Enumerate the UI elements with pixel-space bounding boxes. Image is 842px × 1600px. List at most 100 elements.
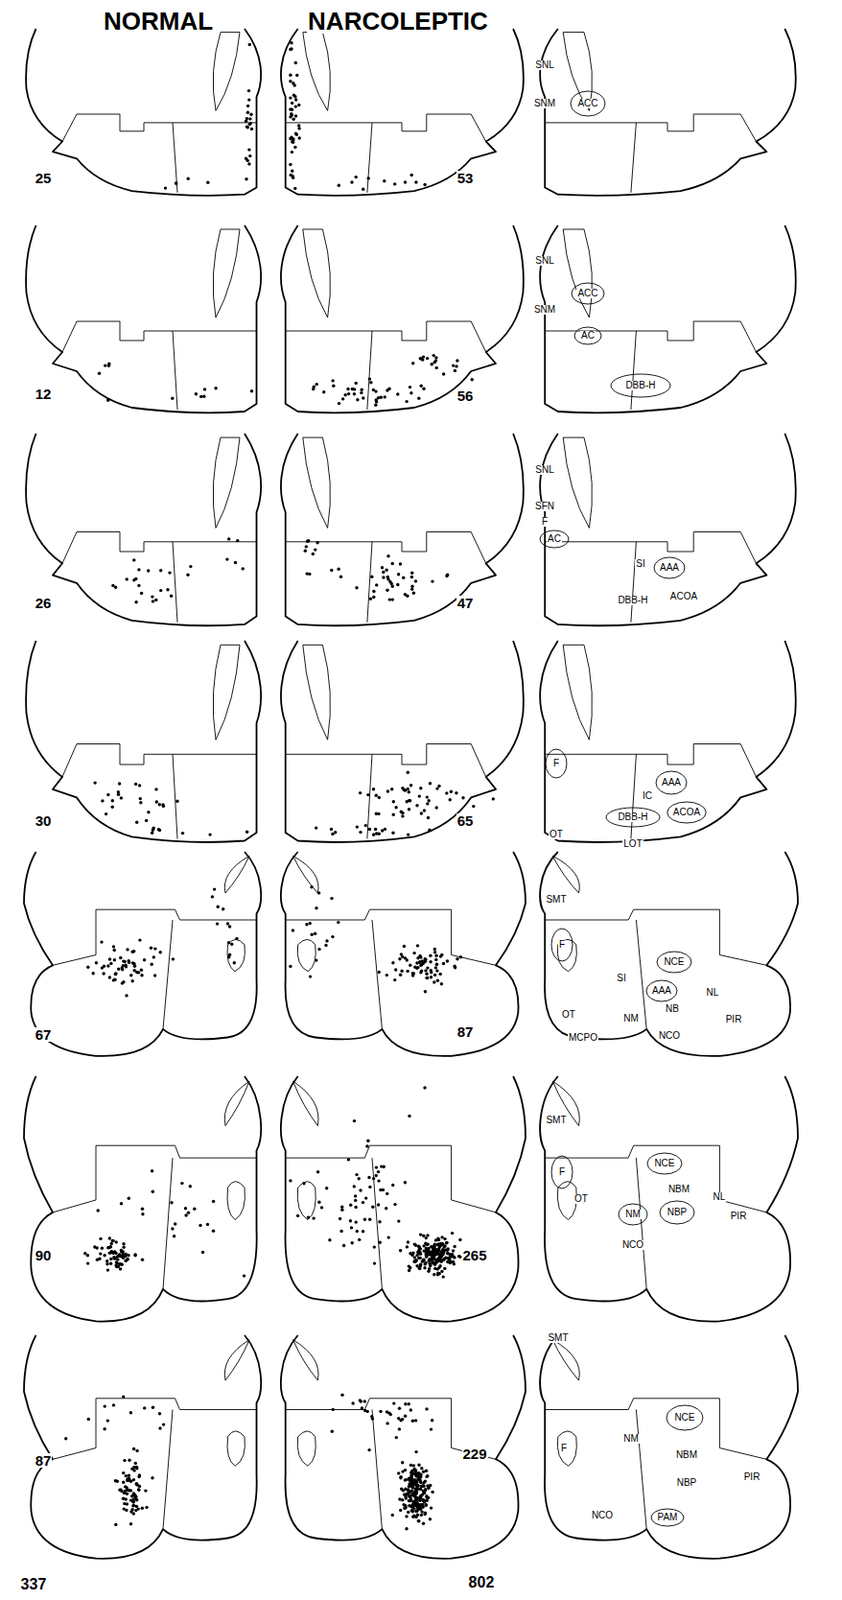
- labeled-cell: [124, 964, 128, 968]
- region-boundary: [367, 330, 373, 410]
- labeled-cell: [124, 1473, 128, 1477]
- labeled-cell: [370, 575, 374, 579]
- labeled-cell: [374, 794, 378, 797]
- cell-count: 30: [34, 813, 53, 828]
- labeled-cell: [248, 154, 252, 158]
- cell-count: 229: [462, 1446, 489, 1461]
- labeled-cell: [350, 180, 353, 184]
- labeled-cell: [234, 936, 238, 940]
- labeled-cell: [210, 894, 214, 898]
- labeled-cell: [450, 1254, 454, 1258]
- labeled-cell: [114, 972, 117, 976]
- labeled-cell: [114, 971, 117, 975]
- region-label: AC: [580, 330, 596, 341]
- labeled-cell: [180, 1181, 184, 1185]
- labeled-cell: [135, 1465, 139, 1469]
- labeled-cell: [242, 1273, 246, 1277]
- labeled-cell: [159, 588, 163, 592]
- labeled-cell: [246, 125, 250, 129]
- labeled-cell: [418, 1506, 421, 1510]
- labeled-cell: [440, 1252, 444, 1256]
- labeled-cell: [442, 372, 445, 375]
- region-label: SI: [615, 973, 627, 983]
- labeled-cell: [118, 1488, 122, 1492]
- labeled-cell: [421, 1259, 424, 1263]
- cell-count: 12: [34, 386, 53, 401]
- labeled-cell: [127, 1473, 131, 1477]
- labeled-cell: [83, 1251, 87, 1255]
- labeled-cell: [387, 1235, 391, 1239]
- labeled-cell: [400, 1469, 404, 1473]
- labeled-cell: [172, 1234, 176, 1238]
- labeled-cell: [398, 561, 402, 565]
- labeled-cell: [400, 1417, 404, 1421]
- region-label: F: [552, 758, 561, 769]
- region-boundary: [297, 938, 316, 971]
- labeled-cell: [152, 826, 156, 830]
- labeled-cell: [250, 389, 254, 393]
- labeled-cell: [112, 1403, 116, 1406]
- labeled-cell: [108, 1236, 112, 1240]
- region-label: NL: [705, 987, 721, 998]
- labeled-cell: [186, 573, 189, 577]
- section-outline: [23, 1334, 261, 1559]
- labeled-cell: [372, 595, 375, 599]
- labeled-cell: [411, 1485, 415, 1489]
- labeled-cell: [401, 576, 405, 580]
- labeled-cell: [422, 183, 426, 187]
- nucleus-outline: [647, 1152, 682, 1174]
- nucleus-outline: [571, 282, 605, 305]
- labeled-cell: [250, 127, 254, 131]
- labeled-cell: [127, 1458, 131, 1462]
- labeled-cell: [470, 377, 474, 381]
- labeled-cell: [420, 384, 423, 388]
- labeled-cell: [380, 565, 384, 569]
- labeled-cell: [404, 1496, 408, 1499]
- labeled-cell: [435, 961, 439, 965]
- labeled-cell: [397, 957, 401, 960]
- labeled-cell: [311, 552, 315, 556]
- labeled-cell: [115, 1239, 118, 1243]
- cell-count: 87: [456, 1024, 475, 1039]
- labeled-cell: [421, 1480, 425, 1484]
- labeled-cell: [133, 1252, 137, 1256]
- labeled-cell: [110, 1249, 114, 1253]
- labeled-cell: [413, 1495, 417, 1498]
- labeled-cell: [428, 1483, 432, 1487]
- labeled-cell: [410, 1469, 414, 1473]
- labeled-cell: [244, 177, 248, 181]
- labeled-cell: [413, 1469, 417, 1473]
- labeled-cell: [407, 1494, 411, 1497]
- labeled-cell: [103, 363, 107, 367]
- nucleus-outline: [666, 1404, 703, 1430]
- labeled-cell: [400, 1460, 404, 1464]
- labeled-cell: [406, 1488, 410, 1492]
- region-boundary: [544, 744, 756, 777]
- labeled-cell: [216, 905, 220, 909]
- labeled-cell: [406, 1239, 410, 1243]
- labeled-cell: [122, 959, 126, 963]
- labeled-cell: [414, 1450, 418, 1453]
- labeled-cell: [419, 786, 422, 790]
- labeled-cell: [315, 540, 319, 544]
- labeled-cell: [171, 957, 175, 960]
- labeled-cell: [153, 973, 157, 977]
- cell-count: 265: [462, 1247, 489, 1263]
- nucleus-outline: [656, 951, 692, 973]
- region-boundary: [212, 32, 240, 112]
- labeled-cell: [364, 1195, 368, 1199]
- labeled-cell: [367, 176, 371, 180]
- labeled-cell: [337, 401, 341, 405]
- region-boundary: [544, 1145, 767, 1213]
- labeled-cell: [426, 1496, 430, 1499]
- labeled-cell: [288, 1178, 292, 1182]
- labeled-cell: [314, 906, 318, 910]
- labeled-cell: [408, 1251, 412, 1255]
- labeled-cell: [162, 804, 165, 808]
- labeled-cell: [421, 1502, 424, 1506]
- labeled-cell: [211, 1199, 215, 1203]
- labeled-cell: [165, 587, 169, 591]
- section-outline: [25, 225, 261, 413]
- labeled-cell: [434, 965, 438, 969]
- labeled-cell: [397, 1416, 400, 1420]
